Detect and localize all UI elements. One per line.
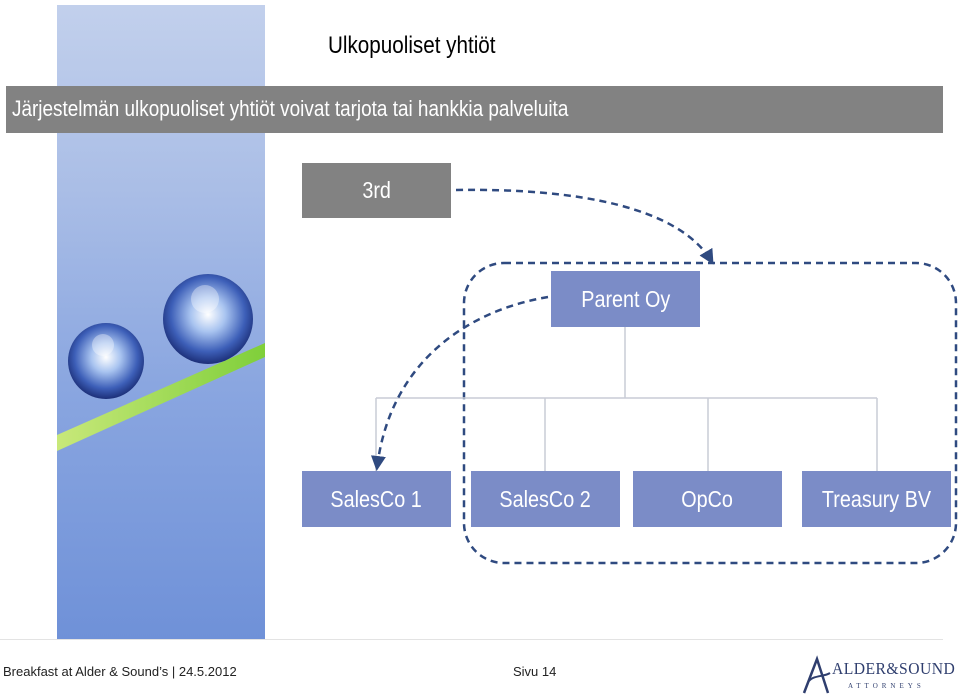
arrow-to-parent (455, 188, 714, 265)
company-logo: ALDER&SOUND ATTORNEYS (800, 655, 955, 697)
logo-mark-icon (802, 655, 831, 694)
subtitle-bar: Järjestelmän ulkopuoliset yhtiöt voivat … (6, 86, 943, 133)
subsidiary-label: OpCo (681, 485, 734, 512)
footer-text: Breakfast at Alder & Sound’s | 24.5.2012 (3, 664, 237, 679)
subsidiary-label: SalesCo 1 (330, 485, 423, 512)
third-party-box: 3rd (302, 163, 451, 218)
subsidiary-box: SalesCo 2 (471, 471, 620, 527)
parent-box: Parent Oy (551, 271, 700, 327)
page-number: Sivu 14 (513, 664, 557, 679)
slide-title: Ulkopuoliset yhtiöt (328, 32, 496, 59)
subsidiary-label: SalesCo 2 (499, 485, 592, 512)
logo-name: ALDER&SOUND (832, 659, 956, 678)
arrow-to-salesco1 (370, 295, 549, 471)
subsidiary-box: Treasury BV (802, 471, 951, 527)
subsidiary-box: OpCo (633, 471, 782, 527)
subtitle-text: Järjestelmän ulkopuoliset yhtiöt voivat … (12, 96, 569, 121)
org-tree-lines (375, 327, 878, 471)
footer-divider (0, 639, 943, 640)
subsidiary-box: SalesCo 1 (302, 471, 451, 527)
logo-subtitle: ATTORNEYS (848, 682, 925, 690)
parent-label: Parent Oy (580, 285, 671, 312)
subsidiary-label: Treasury BV (821, 485, 932, 512)
third-party-label: 3rd (362, 177, 391, 203)
